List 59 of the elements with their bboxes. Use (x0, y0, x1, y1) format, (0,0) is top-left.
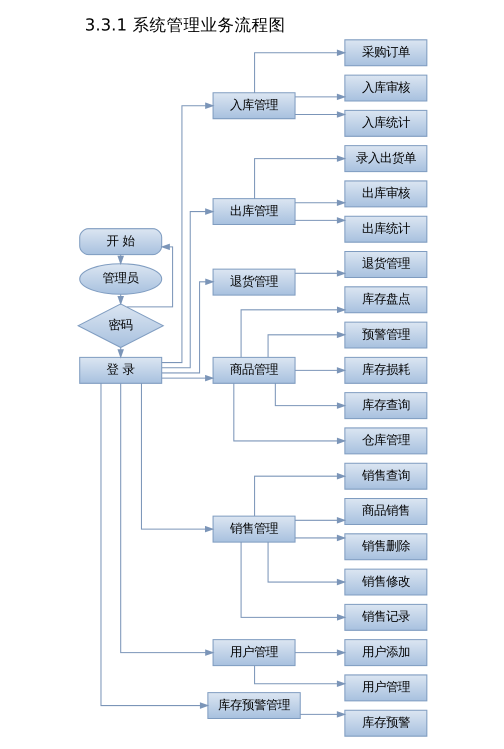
node-box: 库存预警管理 (206, 692, 300, 720)
node-box: 入库管理 (212, 92, 296, 120)
arrow (274, 383, 346, 409)
diagram-title: 3.3.1 系统管理业务流程图 (84, 15, 285, 34)
arrow (254, 155, 346, 198)
node-box: 预警管理 (344, 322, 427, 349)
arrow (294, 367, 346, 374)
node-diamond: 密码 (76, 303, 164, 348)
arrow (161, 102, 214, 364)
arrow (161, 208, 214, 368)
arrow (254, 666, 346, 688)
arrow (294, 534, 346, 542)
node-ellipse: 管理员 (78, 263, 162, 295)
arrow (254, 50, 346, 93)
arrow (294, 270, 346, 277)
node-box: 出库统计 (344, 216, 427, 243)
node-box: 销售删除 (344, 533, 427, 560)
arrow (294, 217, 346, 224)
node-box: 用户添加 (344, 639, 427, 666)
node-box: 库存损耗 (344, 356, 427, 384)
node-box: 用户管理 (344, 674, 427, 702)
node-box: 出库审核 (344, 180, 427, 208)
arrow (161, 278, 214, 374)
node-box: 销售记录 (344, 604, 427, 631)
arrow (294, 94, 346, 100)
arrow (294, 199, 346, 206)
arrow (294, 517, 346, 524)
arrow (120, 384, 214, 656)
arrow (267, 542, 346, 586)
arrow (267, 332, 346, 358)
arrow (254, 472, 346, 516)
arrow (140, 383, 214, 532)
arrow (294, 649, 346, 656)
arrow (100, 383, 209, 709)
node-box: 入库统计 (344, 110, 427, 137)
node-box: 库存预警 (344, 710, 427, 737)
node-box: 登 录 (78, 356, 162, 384)
node-box: 商品管理 (212, 356, 296, 384)
node-box: 采购订单 (344, 39, 427, 66)
node-box: 销售查询 (344, 462, 427, 490)
node-box: 退货管理 (212, 268, 296, 296)
arrow (126, 244, 173, 308)
node-box: 商品销售 (344, 498, 427, 525)
node-box: 录入出货单 (344, 145, 427, 172)
node-box: 库存盘点 (344, 286, 427, 314)
node-box: 入库审核 (344, 74, 427, 102)
arrow (161, 374, 214, 382)
node-box: 仓库管理 (344, 427, 427, 454)
node-box: 出库管理 (212, 198, 296, 226)
arrow (300, 711, 346, 718)
arrow (294, 111, 346, 118)
arrow (232, 384, 346, 444)
node-box: 库存查询 (344, 392, 427, 420)
node-box: 销售修改 (344, 568, 427, 596)
arrow (240, 542, 346, 621)
node-box: 退货管理 (344, 251, 427, 278)
arrow (240, 306, 346, 358)
node-box: 用户管理 (212, 639, 296, 666)
node-box: 销售管理 (212, 516, 296, 543)
